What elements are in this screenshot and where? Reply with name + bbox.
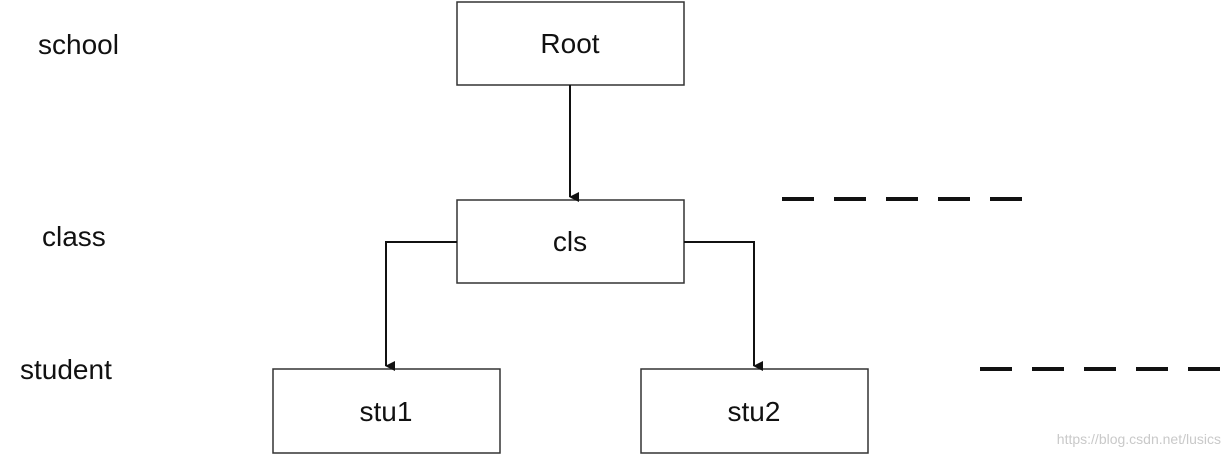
- level-label-student: student: [20, 354, 112, 385]
- node-root-label: Root: [540, 28, 599, 59]
- node-stu2-box: [640, 368, 869, 454]
- node-cls-box: [456, 199, 685, 284]
- node-root-box: [456, 1, 685, 86]
- node-stu1: stu1: [272, 368, 501, 454]
- edge-cls-to-stu1: [385, 241, 457, 371]
- level-label-school: school: [38, 29, 119, 60]
- node-root: Root: [456, 1, 685, 86]
- node-stu2: stu2: [640, 368, 869, 454]
- level-label-class: class: [42, 221, 106, 252]
- node-stu2-label: stu2: [728, 396, 781, 427]
- watermark-text: https://blog.csdn.net/lusics: [1057, 431, 1221, 447]
- node-stu1-label: stu1: [360, 396, 413, 427]
- edge-cls-to-stu2: [684, 241, 763, 371]
- node-cls: cls: [456, 199, 685, 284]
- node-cls-label: cls: [553, 226, 587, 257]
